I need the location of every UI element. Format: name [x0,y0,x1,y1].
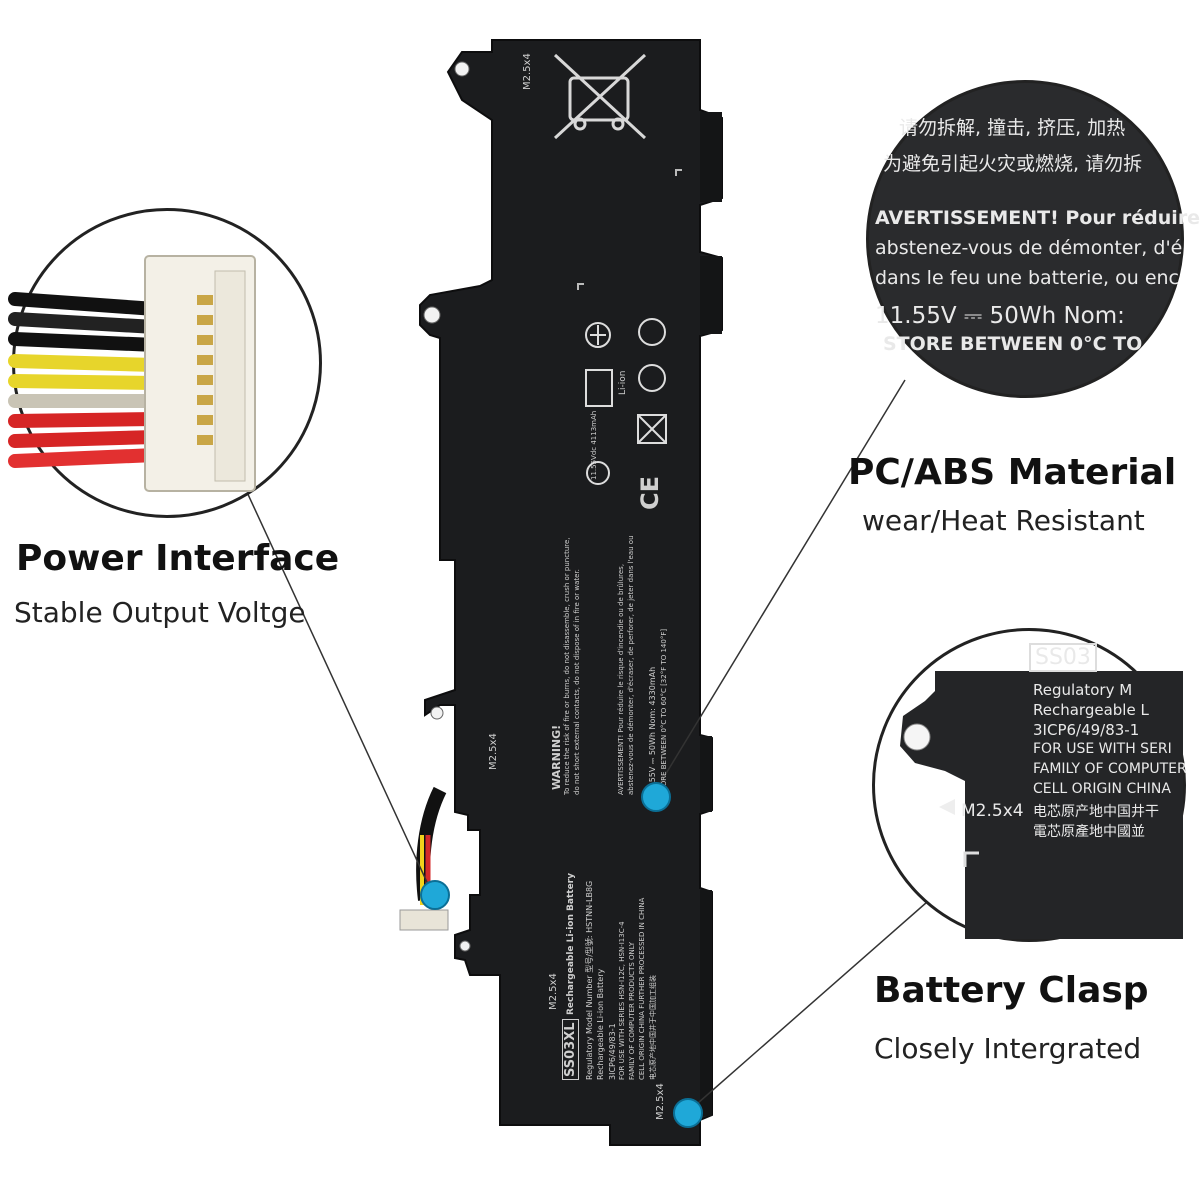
cert-symbols [585,318,667,485]
zoom-clasp-line5: FAMILY OF COMPUTER [1033,761,1187,777]
rotation-icon [638,364,666,392]
battery-warning-line2: do not short external contacts, do not d… [573,569,581,795]
leader-material [652,379,906,796]
zoom-clasp-line3: 3ICP6/49/83-1 [1033,721,1140,739]
battery-rech: Rechargeable Li-ion Battery [596,968,605,1080]
zoom-clasp-screw: M2.5x4 [961,801,1024,821]
wire-harness [399,786,449,931]
recycle-bin-icon [553,53,647,140]
connector-closeup [8,255,256,492]
battery-model: SS03XL [562,1019,579,1080]
battery-reg: Regulatory Model Number 型号/型號: HSTNN-LB8… [585,880,594,1080]
battery-foruse: FOR USE WITH SERIES HSN-I12C, HSN-I13C-4 [618,921,626,1080]
zoom-clasp-line7: 电芯原产地中国井干 [1033,804,1159,820]
indicator-dot-power [420,880,450,910]
zoom-material-line3: AVERTISSEMENT! Pour réduire [875,207,1200,229]
zoom-material-line6: 11.55V ⎓ 50Wh Nom: [875,303,1125,329]
battery-screw-label-bottom: M2.5x4 [655,1083,666,1120]
battery-avert-line1: AVERTISSEMENT! Pour réduire le risque d'… [617,563,625,795]
indicator-dot-material [641,782,671,812]
zoom-clasp-line4: FOR USE WITH SERI [1033,741,1172,757]
indicator-dot-clasp [673,1098,703,1128]
power-interface-title: Power Interface [16,538,340,579]
zoom-material-line5: dans le feu une batterie, ou enc [875,267,1179,289]
battery-warning-title: WARNING! [550,724,563,790]
zoom-material-line1: 请勿拆解, 撞击, 挤压, 加热 [899,117,1126,139]
battery-screw-label-top: M2.5x4 [522,53,533,90]
clasp-title: Battery Clasp [874,970,1149,1011]
zoom-clasp-model: SS03 [1029,643,1097,672]
battery-store: STORE BETWEEN 0°C TO 60°C [32°F TO 140°F… [660,628,668,795]
zoom-clasp-line6: CELL ORIGIN CHINA [1033,781,1171,797]
battery-avert-line2: abstenez-vous de démonter, d'écraser, de… [627,535,635,795]
battery-family: FAMILY OF COMPUTER PRODUCTS ONLY [628,941,636,1080]
material-title: PC/ABS Material [848,452,1177,493]
battery-spec: 11.55V ⎓ 50Wh Nom: 4330mAh [648,666,657,795]
recycle-icon [585,369,613,407]
battery-model-desc: Rechargeable Li-ion Battery [566,873,576,1015]
battery-screw-label-low: M2.5x4 [548,973,559,1010]
triangle-icon [939,799,955,815]
power-interface-subtitle: Stable Output Voltge [14,596,306,629]
battery-warning-line1: To reduce the risk of fire or burns, do … [563,537,571,795]
zoom-circle-connector [8,208,322,518]
clasp-closeup [900,671,1183,939]
epa-icon [638,318,666,346]
zoom-circle-clasp: SS03 Regulatory M Rechargeable L 3ICP6/4… [872,628,1187,942]
clasp-subtitle: Closely Intergrated [874,1032,1142,1065]
battery-cn1: 电芯原产地中国井于中国加工组装 [649,975,657,1080]
zoom-material-line4: abstenez-vous de démonter, d'é [875,237,1183,259]
battery-cells: 3ICP6/49/83-1 [608,1023,617,1080]
zoom-circle-material: 请勿拆解, 撞击, 挤压, 加热 为避免引起火灾或燃烧, 请勿拆 AVERTIS… [866,80,1200,398]
battery-screw-label-mid: M2.5x4 [488,733,499,770]
leader-power [245,489,433,894]
battery-body [419,39,723,1146]
leader-clasp [689,894,936,1111]
battery-origin: CELL ORIGIN CHINA FURTHER PROCESSED IN C… [638,897,646,1080]
zoom-clasp-line2: Rechargeable L [1033,701,1149,719]
china-cert-icon [637,414,667,444]
pse-icon [586,461,610,485]
zoom-clasp-line1: Regulatory M [1033,681,1133,699]
material-subtitle: wear/Heat Resistant [862,504,1145,537]
zoom-material-line2: 为避免引起火灾或燃烧, 请勿拆 [883,153,1143,175]
zoom-material-line7: STORE BETWEEN 0°C TO [883,333,1143,355]
zoom-clasp-line8: 電芯原產地中國並 [1033,824,1145,840]
ground-icon [585,322,611,348]
